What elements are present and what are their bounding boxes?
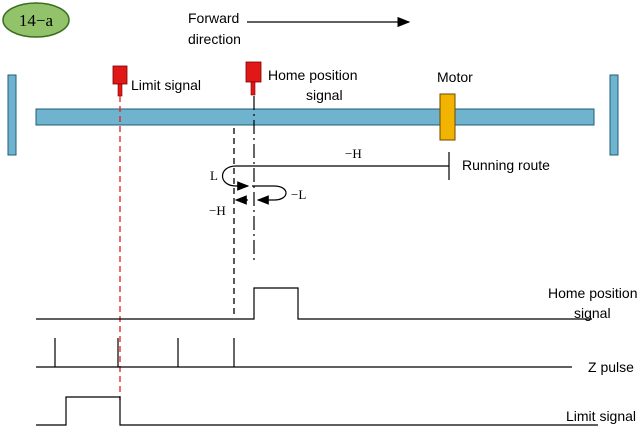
forward-direction: Forward direction xyxy=(188,10,411,47)
route-neg-l-label: −L xyxy=(291,187,306,202)
limit-sensor-icon xyxy=(112,65,128,97)
limit-signal-waveform xyxy=(36,396,598,426)
home-signal-label-line1: Home position xyxy=(268,67,358,83)
timing-limit-label: Limit signal xyxy=(566,408,636,424)
route-l-label: L xyxy=(210,168,218,183)
right-end-stop xyxy=(609,74,619,156)
motor-icon xyxy=(439,93,456,141)
diagram-id-badge: 14−a xyxy=(2,2,70,38)
home-sensor-icon xyxy=(245,61,262,96)
running-route-label: Running route xyxy=(462,157,550,173)
home-signal-waveform xyxy=(36,287,592,320)
timing-home-label-line1: Home position xyxy=(548,285,638,301)
route-neg-h-top: −H xyxy=(345,146,362,161)
motor-label: Motor xyxy=(437,69,473,85)
left-end-stop xyxy=(7,74,17,156)
direction-label-line2: direction xyxy=(188,31,241,47)
timing-home-label-line2: signal xyxy=(574,305,611,321)
limit-signal-label: Limit signal xyxy=(131,77,201,93)
z-pulse-label: Z pulse xyxy=(588,359,634,375)
direction-label-line1: Forward xyxy=(188,10,239,26)
route-neg-h-bottom: −H xyxy=(209,203,226,218)
z-pulse-waveform xyxy=(36,338,572,368)
home-signal-label-line2: signal xyxy=(306,87,343,103)
running-route xyxy=(221,152,450,205)
badge-ellipse xyxy=(2,2,70,38)
badge-text: 14−a xyxy=(19,11,54,30)
